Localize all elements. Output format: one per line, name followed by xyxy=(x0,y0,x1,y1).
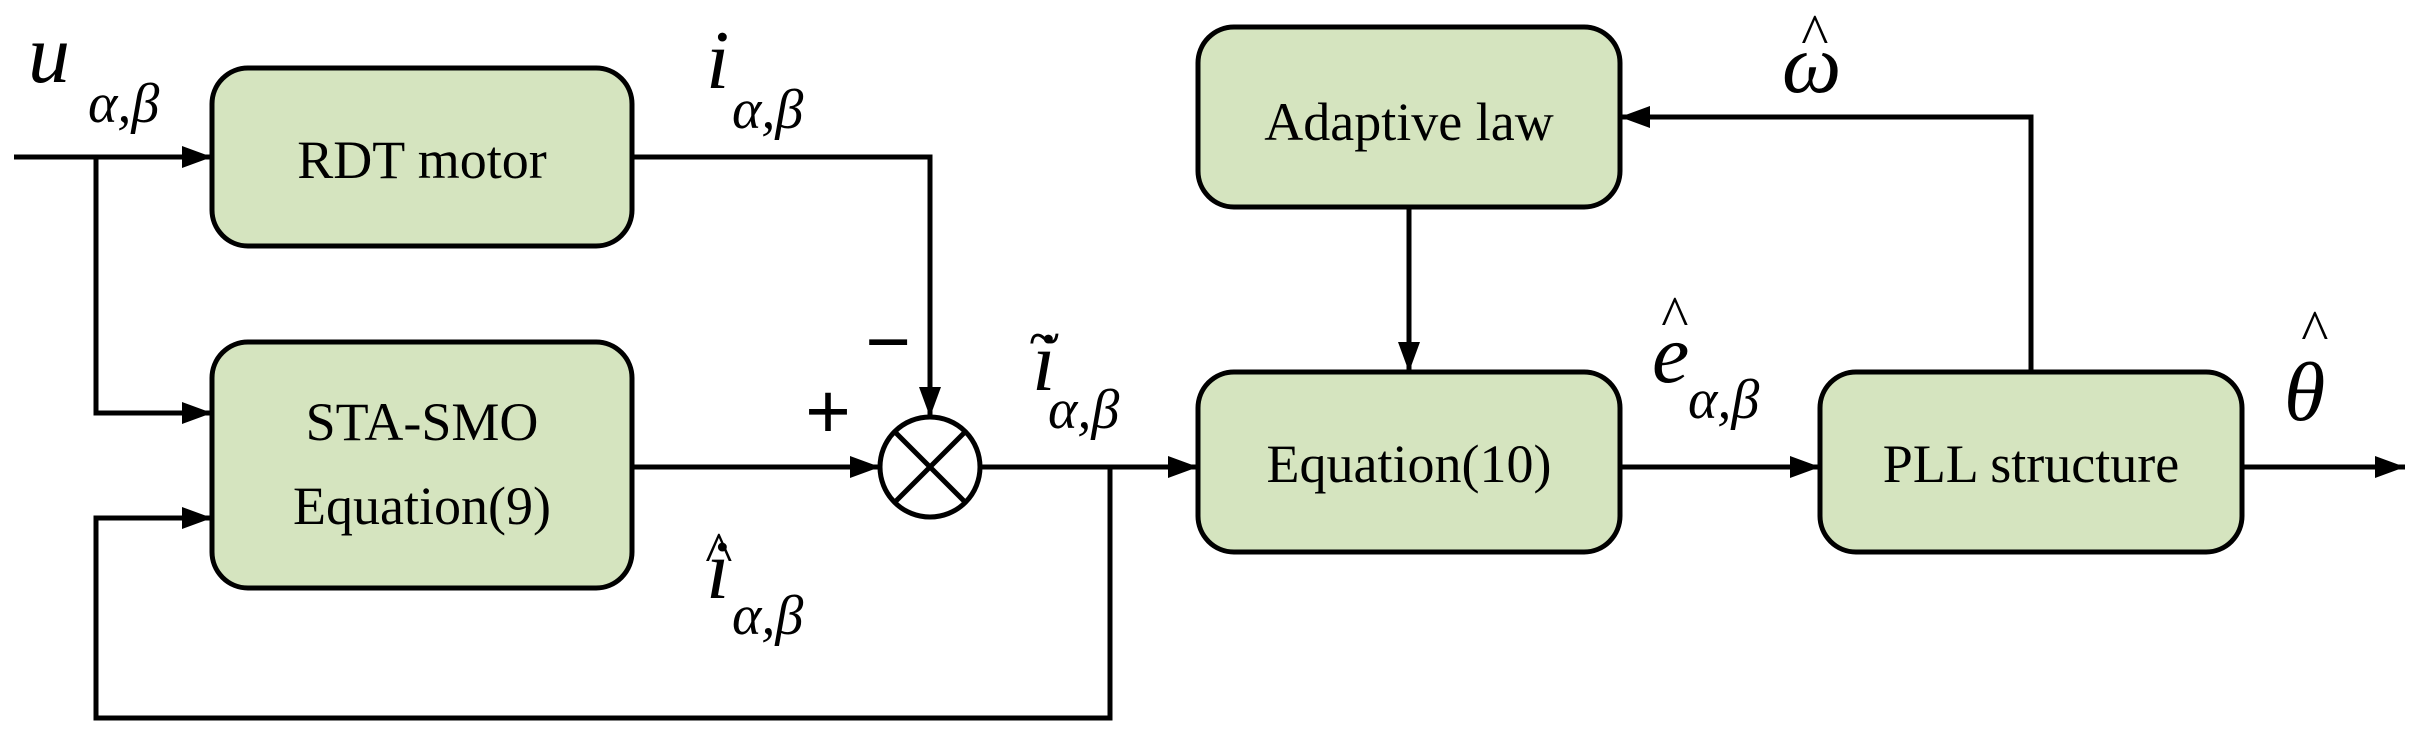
wire-rdt-to-sum xyxy=(632,154,941,417)
i-tilde-subscript: α,β xyxy=(1048,379,1119,441)
i-tilde-accent: ~ xyxy=(1028,306,1059,371)
plus-sign: + xyxy=(805,367,851,455)
wire-pll-to-adaptive xyxy=(1620,106,2034,372)
label-i-hat-alpha-beta: ^ i α,β xyxy=(704,520,803,647)
sta-smo-label-line1: STA-SMO xyxy=(306,392,539,452)
minus-sign: − xyxy=(865,297,911,385)
label-omega-hat: ^ ω xyxy=(1782,2,1841,111)
i-tilde-symbol: i xyxy=(1032,316,1055,409)
e-hat-accent: ^ xyxy=(1660,284,1688,349)
omega-hat-symbol: ω xyxy=(1782,18,1841,111)
label-e-hat-alpha-beta: ^ e α,β xyxy=(1652,284,1759,431)
equation10-block: Equation(10) xyxy=(1195,369,1623,555)
i-hat-accent: ^ xyxy=(704,520,732,585)
label-theta-hat: ^ θ xyxy=(2284,298,2328,439)
adaptive-law-label: Adaptive law xyxy=(1264,92,1553,152)
wire-input-to-sta-smo xyxy=(93,157,212,424)
i-hat-subscript: α,β xyxy=(732,585,803,647)
e-hat-symbol: e xyxy=(1652,308,1689,401)
rdt-motor-label: RDT motor xyxy=(297,130,547,190)
label-i-alpha-beta: i α,β xyxy=(706,14,803,141)
rdt-motor-block: RDT motor xyxy=(209,65,635,249)
e-hat-subscript: α,β xyxy=(1688,369,1759,431)
equation10-label: Equation(10) xyxy=(1267,434,1552,494)
u-symbol: u xyxy=(28,8,70,101)
summing-junction xyxy=(877,414,983,520)
omega-hat-accent: ^ xyxy=(1800,2,1828,67)
pll-structure-label: PLL structure xyxy=(1883,434,2179,494)
adaptive-law-block: Adaptive law xyxy=(1195,24,1623,210)
pll-structure-block: PLL structure xyxy=(1817,369,2245,555)
u-subscript: α,β xyxy=(88,73,159,135)
theta-hat-accent: ^ xyxy=(2300,298,2328,363)
label-i-tilde-alpha-beta: ~ i α,β xyxy=(1028,306,1119,441)
i-hat-symbol: i xyxy=(706,524,729,617)
i-subscript: α,β xyxy=(732,79,803,141)
wire-feedback-to-sta-smo xyxy=(93,467,1113,721)
sta-smo-block: STA-SMO Equation(9) xyxy=(209,339,635,591)
sta-smo-label-line2: Equation(9) xyxy=(293,476,551,536)
label-u-alpha-beta: u α,β xyxy=(28,8,159,135)
i-symbol: i xyxy=(706,14,729,107)
theta-hat-symbol: θ xyxy=(2284,346,2325,439)
